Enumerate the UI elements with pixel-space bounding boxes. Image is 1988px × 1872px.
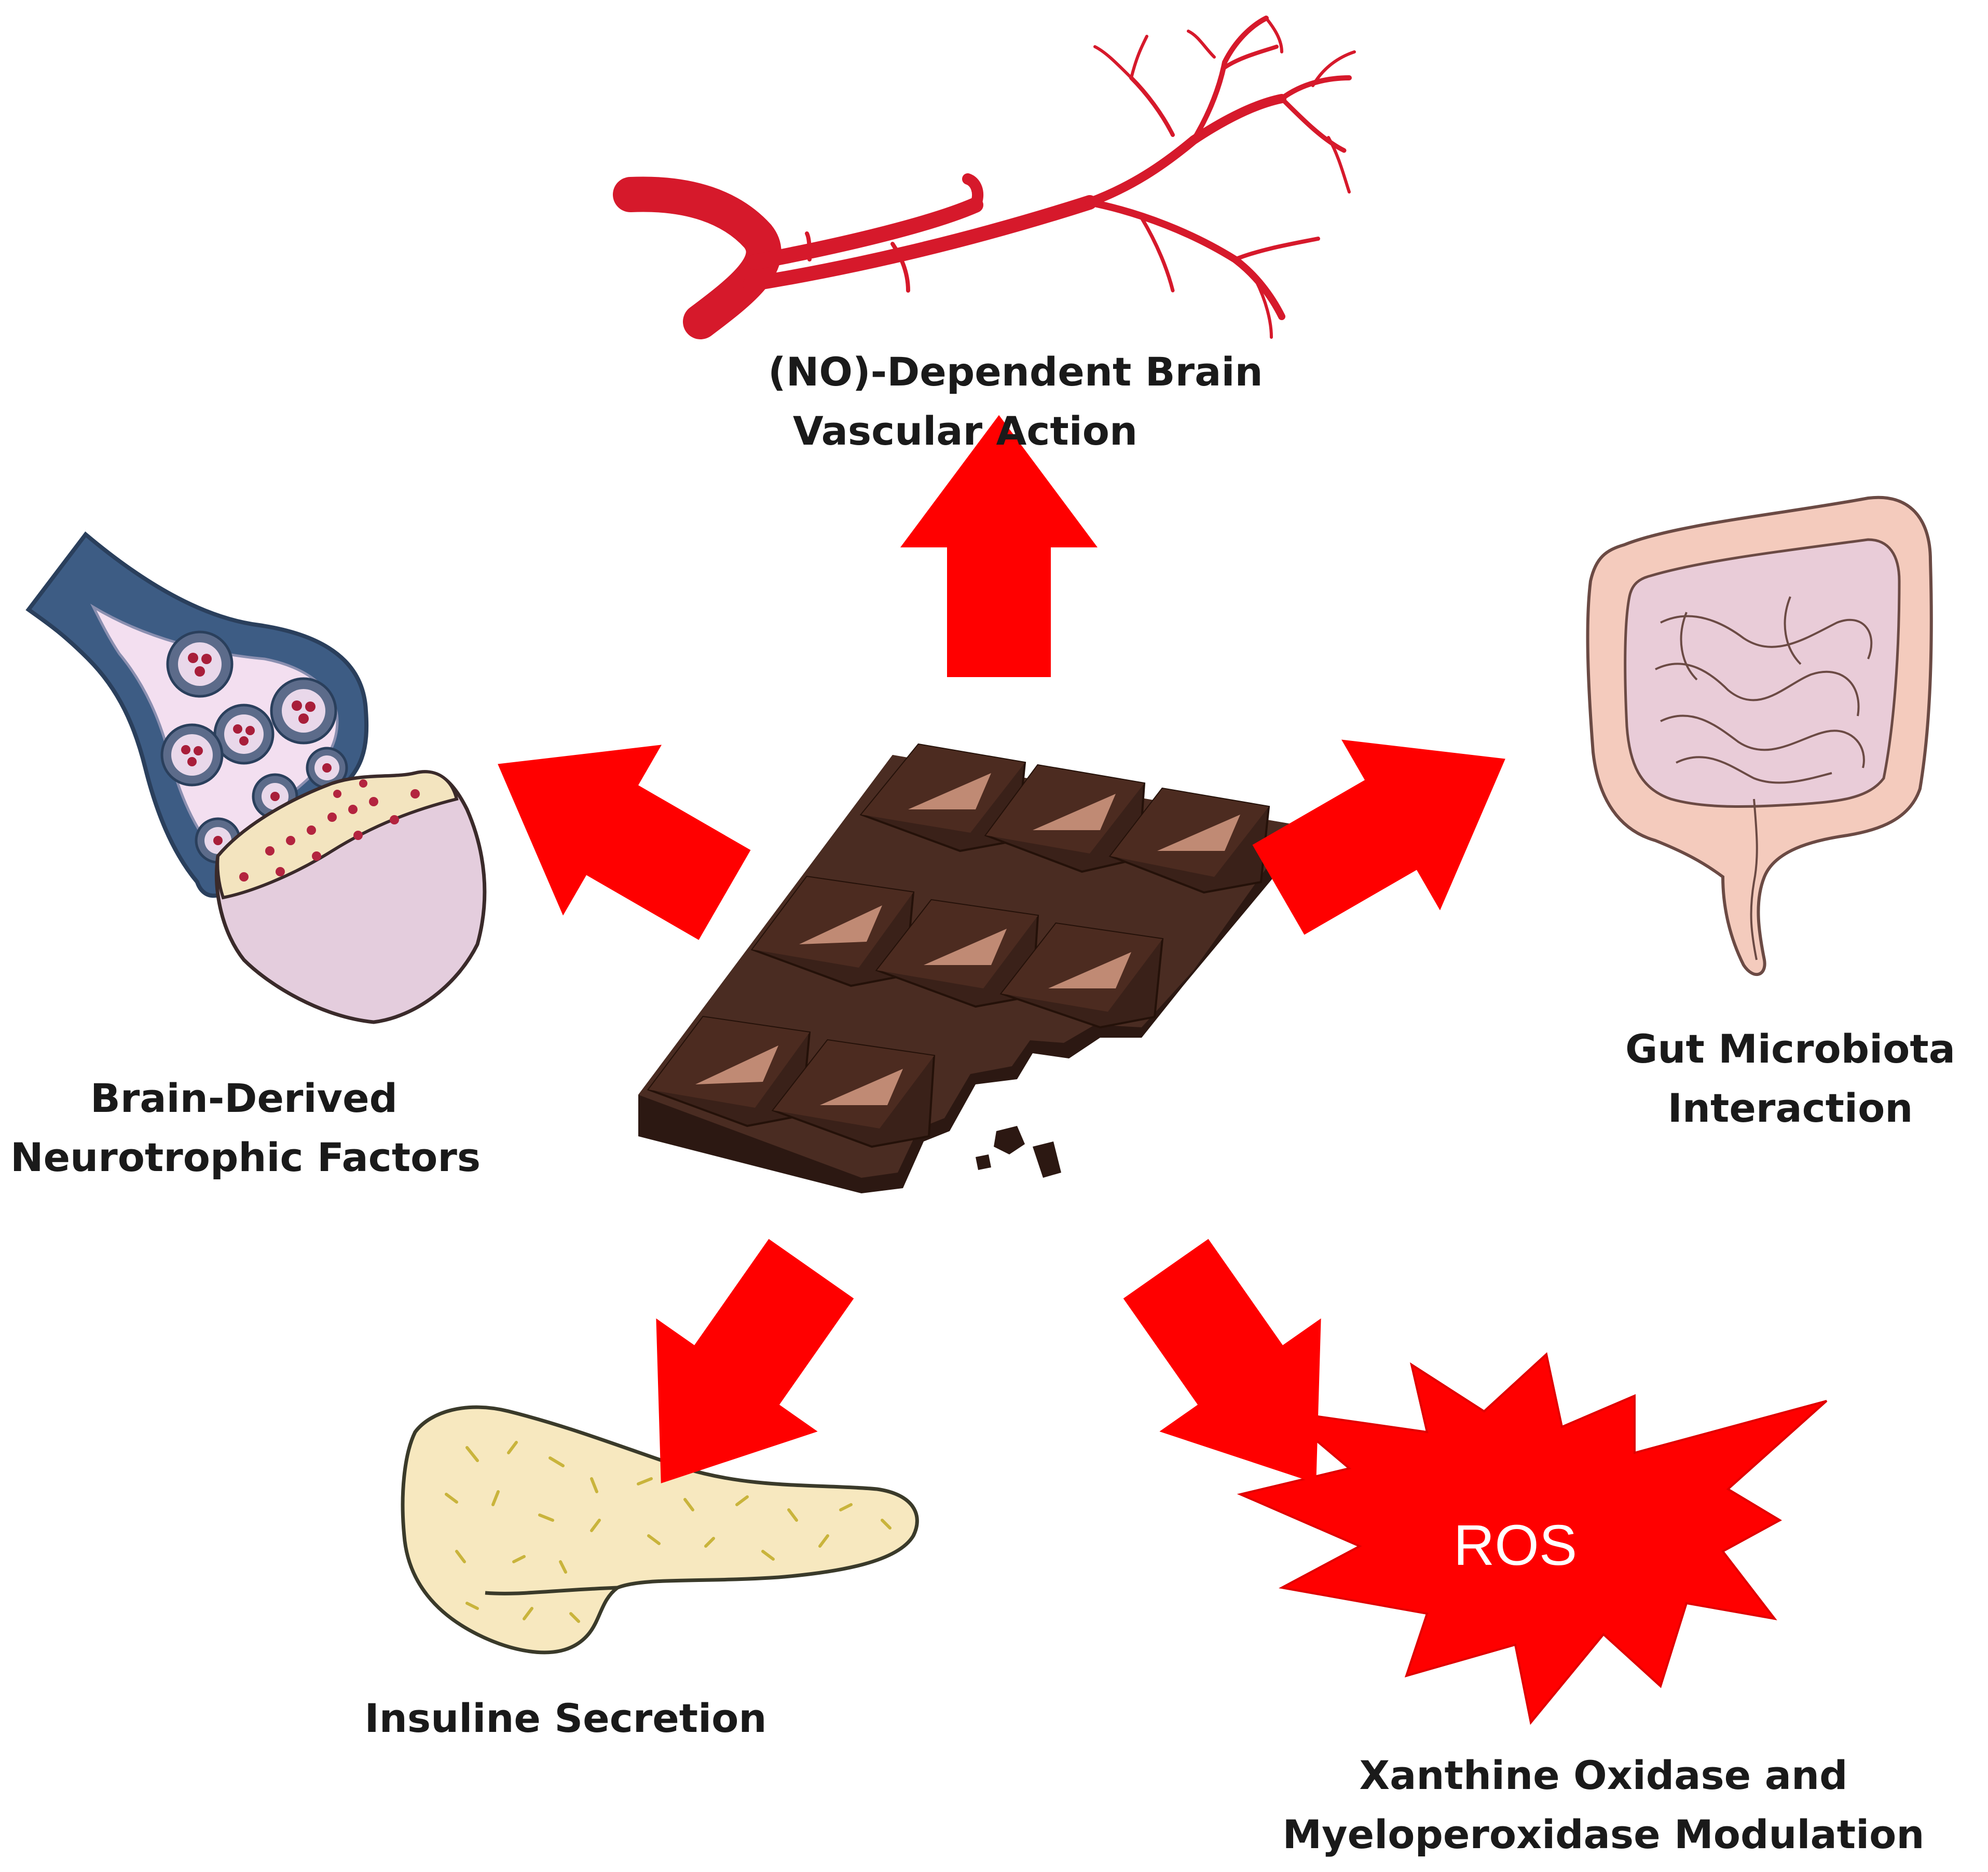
label-xanthine-oxidase: Xanthine Oxidase and Myeloperoxidase Mod… <box>1282 1752 1925 1857</box>
arrow-to-bdnf <box>448 678 774 981</box>
label-insulin-secretion: Insuline Secretion <box>364 1695 767 1741</box>
chocolate-bar-icon <box>638 743 1297 1193</box>
label-bdnf: Brain-Derived Neurotrophic Factors <box>10 1075 481 1180</box>
ros-burst-text: ROS <box>1453 1513 1578 1577</box>
intestine-icon <box>1586 495 1933 976</box>
label-gut-microbiota: Gut Microbiota Interaction <box>1625 1026 1955 1131</box>
label-vascular-action: (NO)-Dependent Brain Vascular Action <box>768 349 1263 454</box>
chocolate-crumbs <box>976 1126 1061 1178</box>
pancreas-icon <box>401 1405 919 1655</box>
blood-vessel-icon <box>613 16 1356 339</box>
synapse-icon <box>25 531 487 1024</box>
